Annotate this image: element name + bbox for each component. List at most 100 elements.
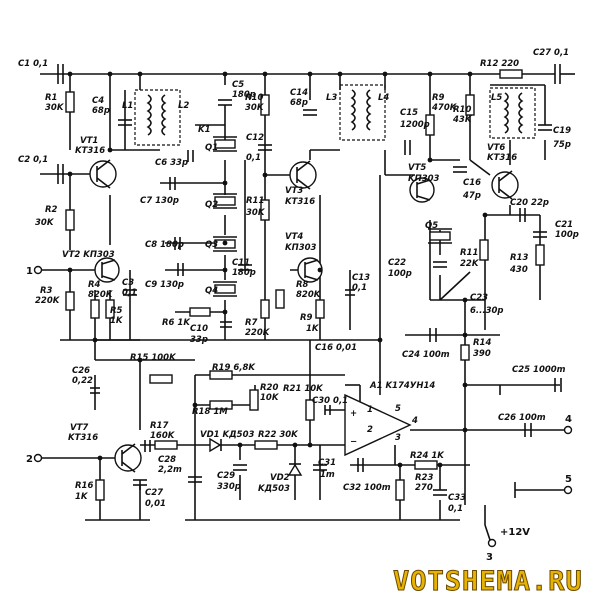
label-c6: C6 33p [155,158,188,168]
label-c1: C1 0,1 [18,59,48,69]
label-r13-value: 430 [509,265,528,275]
label-vt1-type: KT316 [75,146,105,156]
label-c23-value: 6...30p [470,306,504,316]
label-r11b: R11 [460,248,478,258]
terminal-4-label: 4 [565,414,572,425]
label-r7: R7 [245,318,258,328]
label-r3: R3 [40,286,53,296]
label-c13-value: 0,1 [352,283,367,293]
label-q2: Q2 [205,200,218,210]
diodes [209,437,303,476]
label-vt4: VT4 [285,232,303,242]
transistors [89,159,519,473]
label-c8: C8 180p [145,240,184,250]
label-c21: C21 [555,220,573,230]
label-vt4-type: KП303 [285,243,317,253]
label-c21-value: 100p [555,230,579,240]
label-r21: R21 10K [283,384,324,394]
label-c19-value: 75p [553,140,571,150]
label-c24: C24 100m [402,350,450,360]
label-c4: C4 [92,96,104,106]
label-r19: R19 6,8K [212,363,256,373]
label-r13: R13 [510,253,528,263]
label-c12-value: 0,1 [246,153,261,163]
label-c28: C28 [158,455,176,465]
label-r23: R23 [415,473,433,483]
label-r20-value: 10K [260,393,280,403]
label-r2-value: 30K [35,218,55,228]
label-r9-value: 1K [306,324,320,334]
label-c26a-value: 0,22 [72,376,93,386]
label-q4: Q4 [205,286,218,296]
label-c31-value: 1m [320,470,335,480]
label-c11-value: 180p [232,268,256,278]
label-r17: R17 [150,421,168,431]
label-c23: C23 [470,293,488,303]
label-vd2: VD2 [270,473,290,483]
label-c5: C5 [232,80,244,90]
label-c15-value: 1200p [400,120,430,130]
label-r7-value: 220K [245,328,271,338]
label-op-pin2: 2 [367,425,373,435]
label-r6: R6 1K [162,318,191,328]
label-q5: Q5 [425,221,438,231]
label-r24: R24 1K [410,451,445,461]
label-vt2: VT2 KП303 [62,250,115,260]
label-r10a: R10 [245,93,263,103]
label-r9b-value: 470K [431,103,458,113]
label-c26b: C26 100m [498,413,546,423]
label-vt1: VT1 [80,136,98,146]
label-c15: C15 [400,108,418,118]
terminal-3 [487,538,497,548]
label-r15: R15 100K [130,353,177,363]
svg-text:−: − [350,437,357,447]
label-l1: L1 [122,101,133,111]
label-k1: K1 [198,125,211,135]
label-r14-value: 390 [473,349,491,359]
label-vt5: VT5 [408,163,426,173]
label-c28-value: 2,2m [158,465,182,475]
label-op-pin1: 1 [367,405,373,415]
label-c33-value: 0,1 [448,504,463,514]
label-vt5-type: KП303 [408,174,440,184]
label-c26a: C26 [72,366,90,376]
terminal-5 [563,485,573,495]
label-l2: L2 [178,101,189,111]
ground-bars [60,339,516,521]
terminal-2 [33,453,43,463]
svg-text:+: + [350,409,357,419]
label-c27a: C27 0,1 [533,48,569,58]
label-r18: R18 1M [192,407,228,417]
label-r11-value: 30K [246,208,266,218]
label-r1-value: 30K [45,103,65,113]
terminal-1-label: 1 [26,266,33,277]
label-r8: R8 [296,280,309,290]
label-c27b-value: 0,01 [145,499,166,509]
label-r16-value: 1K [75,492,89,502]
label-c33: C33 [448,493,466,503]
label-c3-value: 0,1 [122,288,137,298]
label-c11: C11 [232,258,250,268]
label-c19: C19 [553,126,571,136]
label-c20: C20 22p [510,198,549,208]
label-vt7-type: KT316 [68,433,98,443]
label-c31: C31 [318,458,336,468]
label-r17-value: 160K [150,431,176,441]
label-r20: R20 [260,383,278,393]
label-c16-value: 47p [462,191,481,201]
opamp-a1: + − [344,393,412,457]
label-vt3-type: KT316 [285,197,315,207]
label-c3: C3 [122,278,134,288]
label-r10a-value: 30K [245,103,265,113]
terminal-5-label: 5 [565,474,572,485]
junction-dots [67,71,488,468]
label-c13: C13 [352,273,370,283]
label-l5: L5 [491,93,502,103]
label-r9: R9 [300,313,313,323]
label-vt7: VT7 [70,423,88,433]
label-c27b: C27 [145,488,163,498]
label-c32: C32 100m [343,483,391,493]
terminal-1 [33,265,43,275]
label-r11: R11 [246,196,264,206]
label-q1: Q1 [205,143,218,153]
